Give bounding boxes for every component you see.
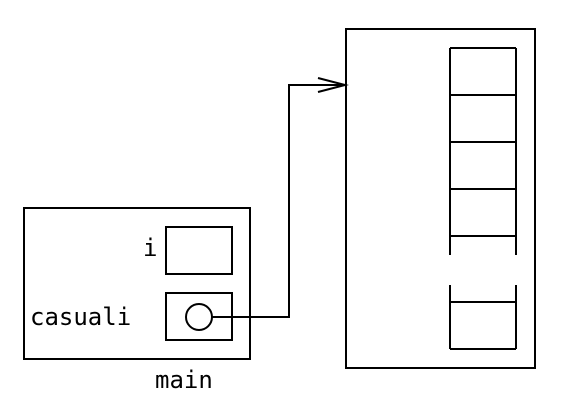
- array-cells-bottom: [449, 285, 517, 350]
- reference-circle-icon: [185, 303, 213, 331]
- variable-casuali-label: casuali: [30, 303, 131, 331]
- variable-i-cell: [165, 226, 233, 275]
- main-frame-box: [23, 207, 251, 360]
- variable-i-label: i: [143, 234, 157, 262]
- heap-object-box: [345, 28, 536, 369]
- array-cells-top: [449, 47, 517, 255]
- reference-arrow-line: [212, 84, 345, 318]
- main-frame-label: main: [155, 366, 213, 394]
